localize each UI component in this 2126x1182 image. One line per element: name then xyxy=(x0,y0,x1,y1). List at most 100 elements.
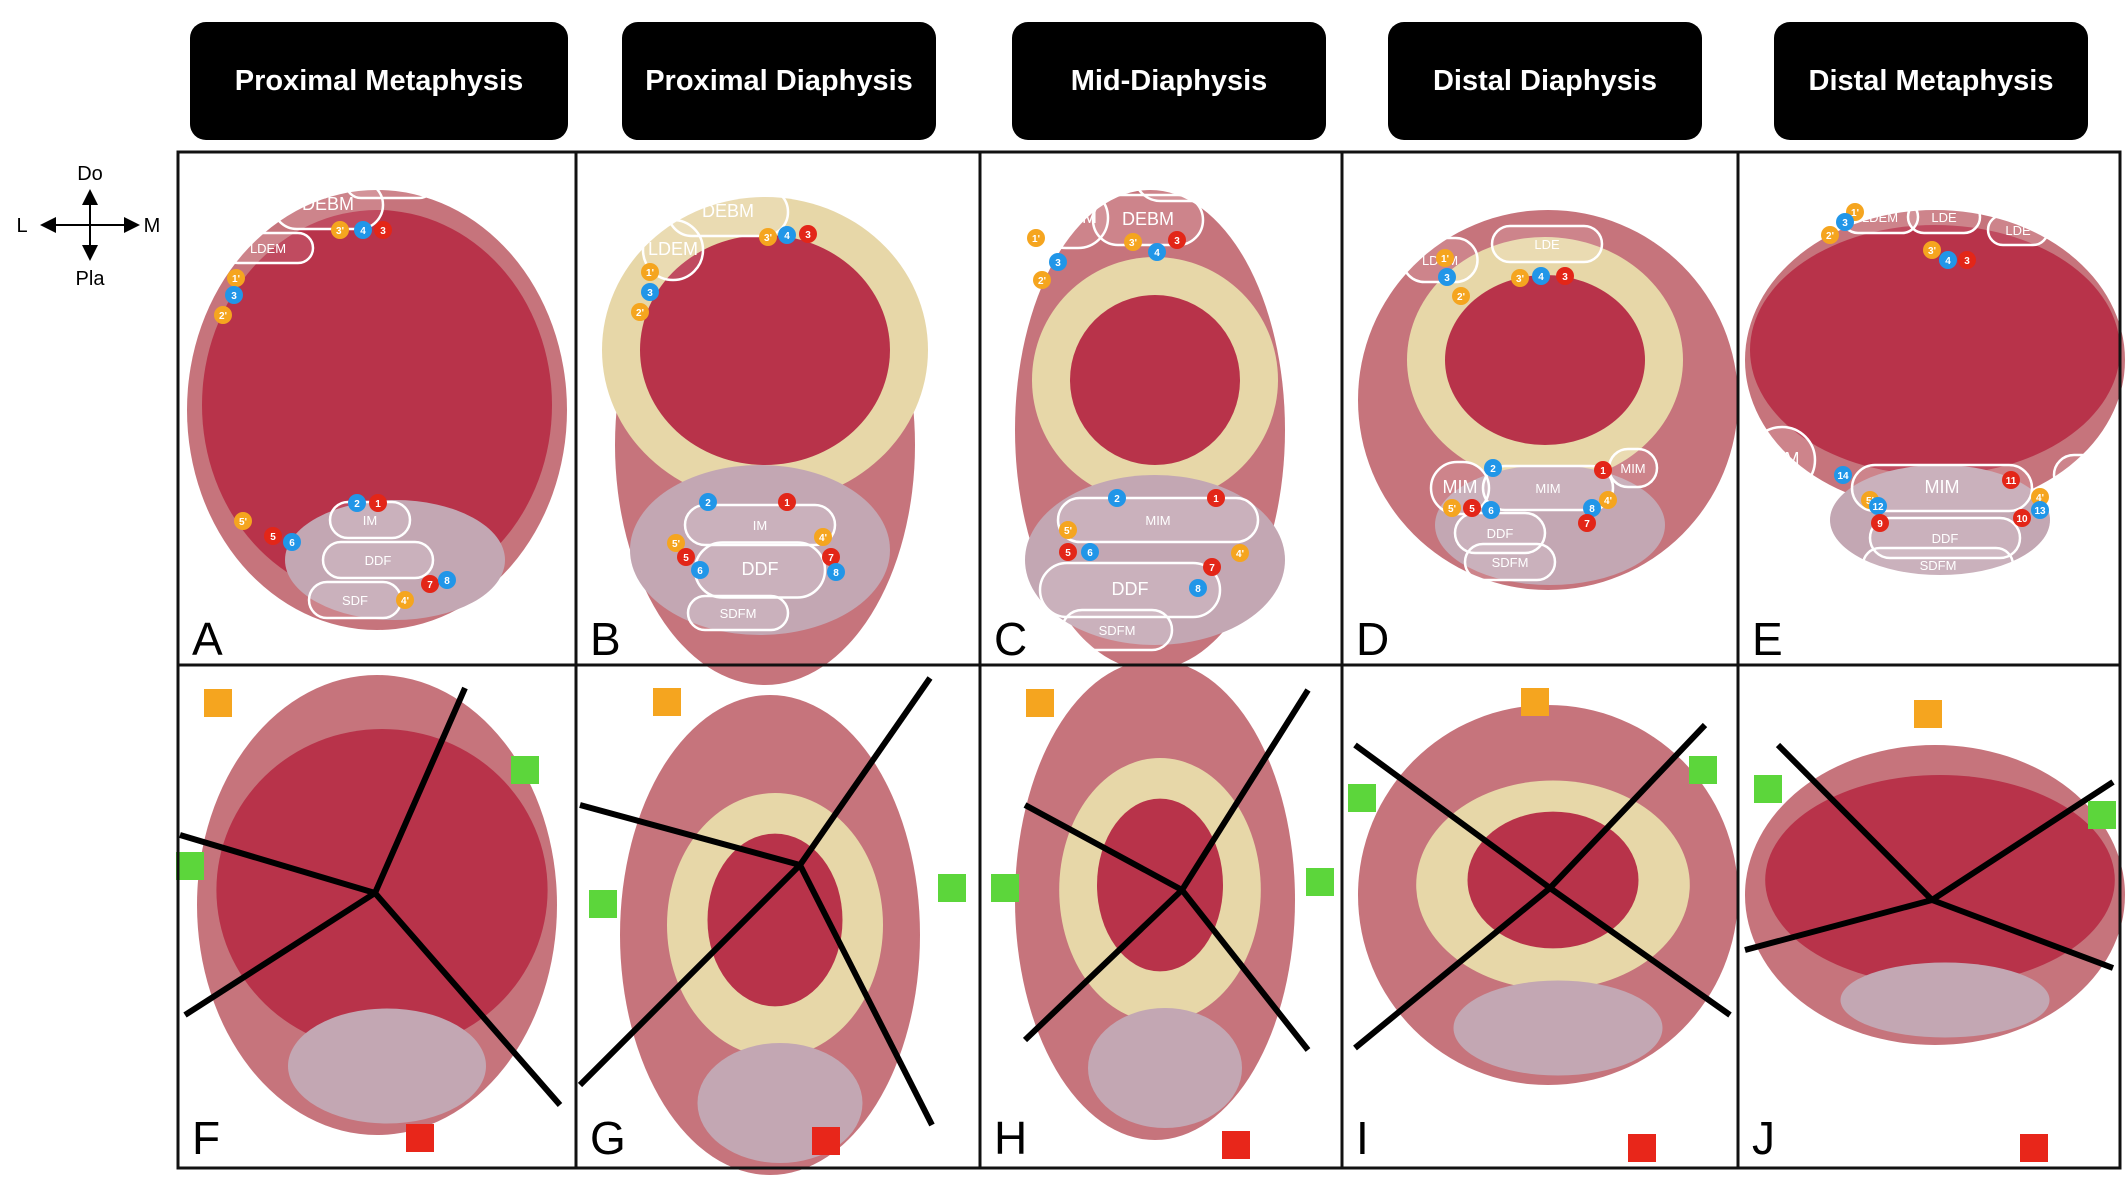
marker-label: 9 xyxy=(1877,519,1883,530)
marker-label: 7 xyxy=(427,580,433,591)
marker-orange: 1' xyxy=(1436,249,1454,267)
panel-letter: J xyxy=(1752,1112,1775,1164)
marker-dot xyxy=(214,306,232,324)
marker-dot xyxy=(1203,558,1221,576)
marker-dot xyxy=(1049,253,1067,271)
sector-marker-square xyxy=(1754,775,1782,803)
sector-marker-square xyxy=(1521,688,1549,716)
marker-dot xyxy=(677,548,695,566)
compass-dorsal-label: Do xyxy=(77,163,103,185)
marker-label: 2 xyxy=(1114,494,1120,505)
marker-blue: 12 xyxy=(1869,497,1887,515)
region-label-sdf: SDF xyxy=(342,593,368,608)
medullary-cavity xyxy=(1750,225,2120,475)
region-label-sdfm: SDFM xyxy=(1920,558,1957,573)
marker-dot xyxy=(1484,459,1502,477)
sector-marker-square xyxy=(938,874,966,902)
marker-label: 5' xyxy=(1448,504,1456,515)
marker-dot xyxy=(641,283,659,301)
marker-red: 10 xyxy=(2013,509,2031,527)
marker-orange: 4' xyxy=(396,591,414,609)
marker-label: 5' xyxy=(239,517,247,528)
marker-red: 5 xyxy=(1059,543,1077,561)
marker-dot xyxy=(822,548,840,566)
panel-letter: G xyxy=(590,1112,626,1164)
medullary-cavity xyxy=(216,729,548,1051)
panel-f: F xyxy=(176,675,563,1164)
sector-marker-square xyxy=(511,756,539,784)
marker-label: 4 xyxy=(784,231,790,242)
marker-label: 11 xyxy=(2006,476,2017,487)
marker-label: 6 xyxy=(289,538,295,549)
region-label-mim: MIM xyxy=(2065,468,2090,483)
region-label-ldem: LDEM xyxy=(1047,207,1097,227)
marker-label: 2' xyxy=(1038,276,1046,287)
marker-dot xyxy=(631,303,649,321)
marker-dot xyxy=(1599,491,1617,509)
marker-red: 7 xyxy=(822,548,840,566)
region-label-mim: MIM xyxy=(1535,481,1560,496)
marker-dot xyxy=(1438,268,1456,286)
marker-blue: 8 xyxy=(827,563,845,581)
marker-label: 3' xyxy=(1928,246,1936,257)
marker-label: 4' xyxy=(401,596,409,607)
marker-blue: 2 xyxy=(699,493,717,511)
marker-label: 3 xyxy=(647,288,653,299)
region-outline-lde xyxy=(344,166,436,200)
marker-dot xyxy=(699,493,717,511)
marker-dot xyxy=(283,533,301,551)
marker-red: 9 xyxy=(1871,514,1889,532)
marker-label: 5' xyxy=(1866,496,1874,507)
marker-label: 1 xyxy=(375,499,381,510)
marker-red: 7 xyxy=(1578,514,1596,532)
marker-label: 7 xyxy=(1584,519,1590,530)
marker-dot xyxy=(348,494,366,512)
marker-blue: 6 xyxy=(1482,501,1500,519)
sector-marker-square xyxy=(589,890,617,918)
marker-orange: 4' xyxy=(1231,544,1249,562)
marker-dot xyxy=(759,228,777,246)
panel-letter: C xyxy=(994,613,1027,665)
region-outline-lde xyxy=(1133,147,1231,203)
region-outline-mim xyxy=(1056,496,1260,544)
marker-red: 5 xyxy=(677,548,695,566)
marker-blue: 3 xyxy=(1049,253,1067,271)
region-outline-mim xyxy=(1747,425,1817,495)
marker-dot xyxy=(1578,514,1596,532)
marker-label: 3 xyxy=(1055,258,1061,269)
marker-dot xyxy=(1834,466,1852,484)
marker-orange: 1' xyxy=(227,269,245,287)
marker-red: 3 xyxy=(799,225,817,243)
marker-label: 12 xyxy=(1872,502,1884,513)
marker-label: 4' xyxy=(1236,549,1244,560)
marker-red: 7 xyxy=(1203,558,1221,576)
marker-label: 8 xyxy=(833,568,839,579)
region-label-debm: DEBM xyxy=(1122,209,1174,229)
sector-dividing-line xyxy=(1023,802,1184,893)
sector-marker-square xyxy=(1914,700,1942,728)
header-proximal-diaphysis: Proximal Diaphysis xyxy=(622,22,936,140)
compass-plantar-label: Pla xyxy=(76,268,106,290)
marker-label: 1 xyxy=(1213,494,1219,505)
marker-dot xyxy=(1871,514,1889,532)
marker-label: 1' xyxy=(1441,254,1449,265)
marker-orange: 5' xyxy=(667,534,685,552)
soft-tissue-region xyxy=(1453,980,1663,1076)
marker-label: 10 xyxy=(2016,514,2028,525)
marker-label: 4 xyxy=(1945,256,1951,267)
marker-blue: 13 xyxy=(2031,501,2049,519)
sector-dividing-line xyxy=(1548,885,1732,1018)
marker-dot xyxy=(1168,231,1186,249)
sector-marker-square xyxy=(2088,801,2116,829)
soft-tissue-region xyxy=(285,500,505,620)
region-outline-lde xyxy=(1906,199,1982,235)
marker-label: 4' xyxy=(819,533,827,544)
marker-label: 2' xyxy=(636,308,644,319)
region-outline-ldem xyxy=(221,231,315,265)
marker-dot xyxy=(814,528,832,546)
marker-dot xyxy=(227,269,245,287)
panel-letter: D xyxy=(1356,613,1389,665)
